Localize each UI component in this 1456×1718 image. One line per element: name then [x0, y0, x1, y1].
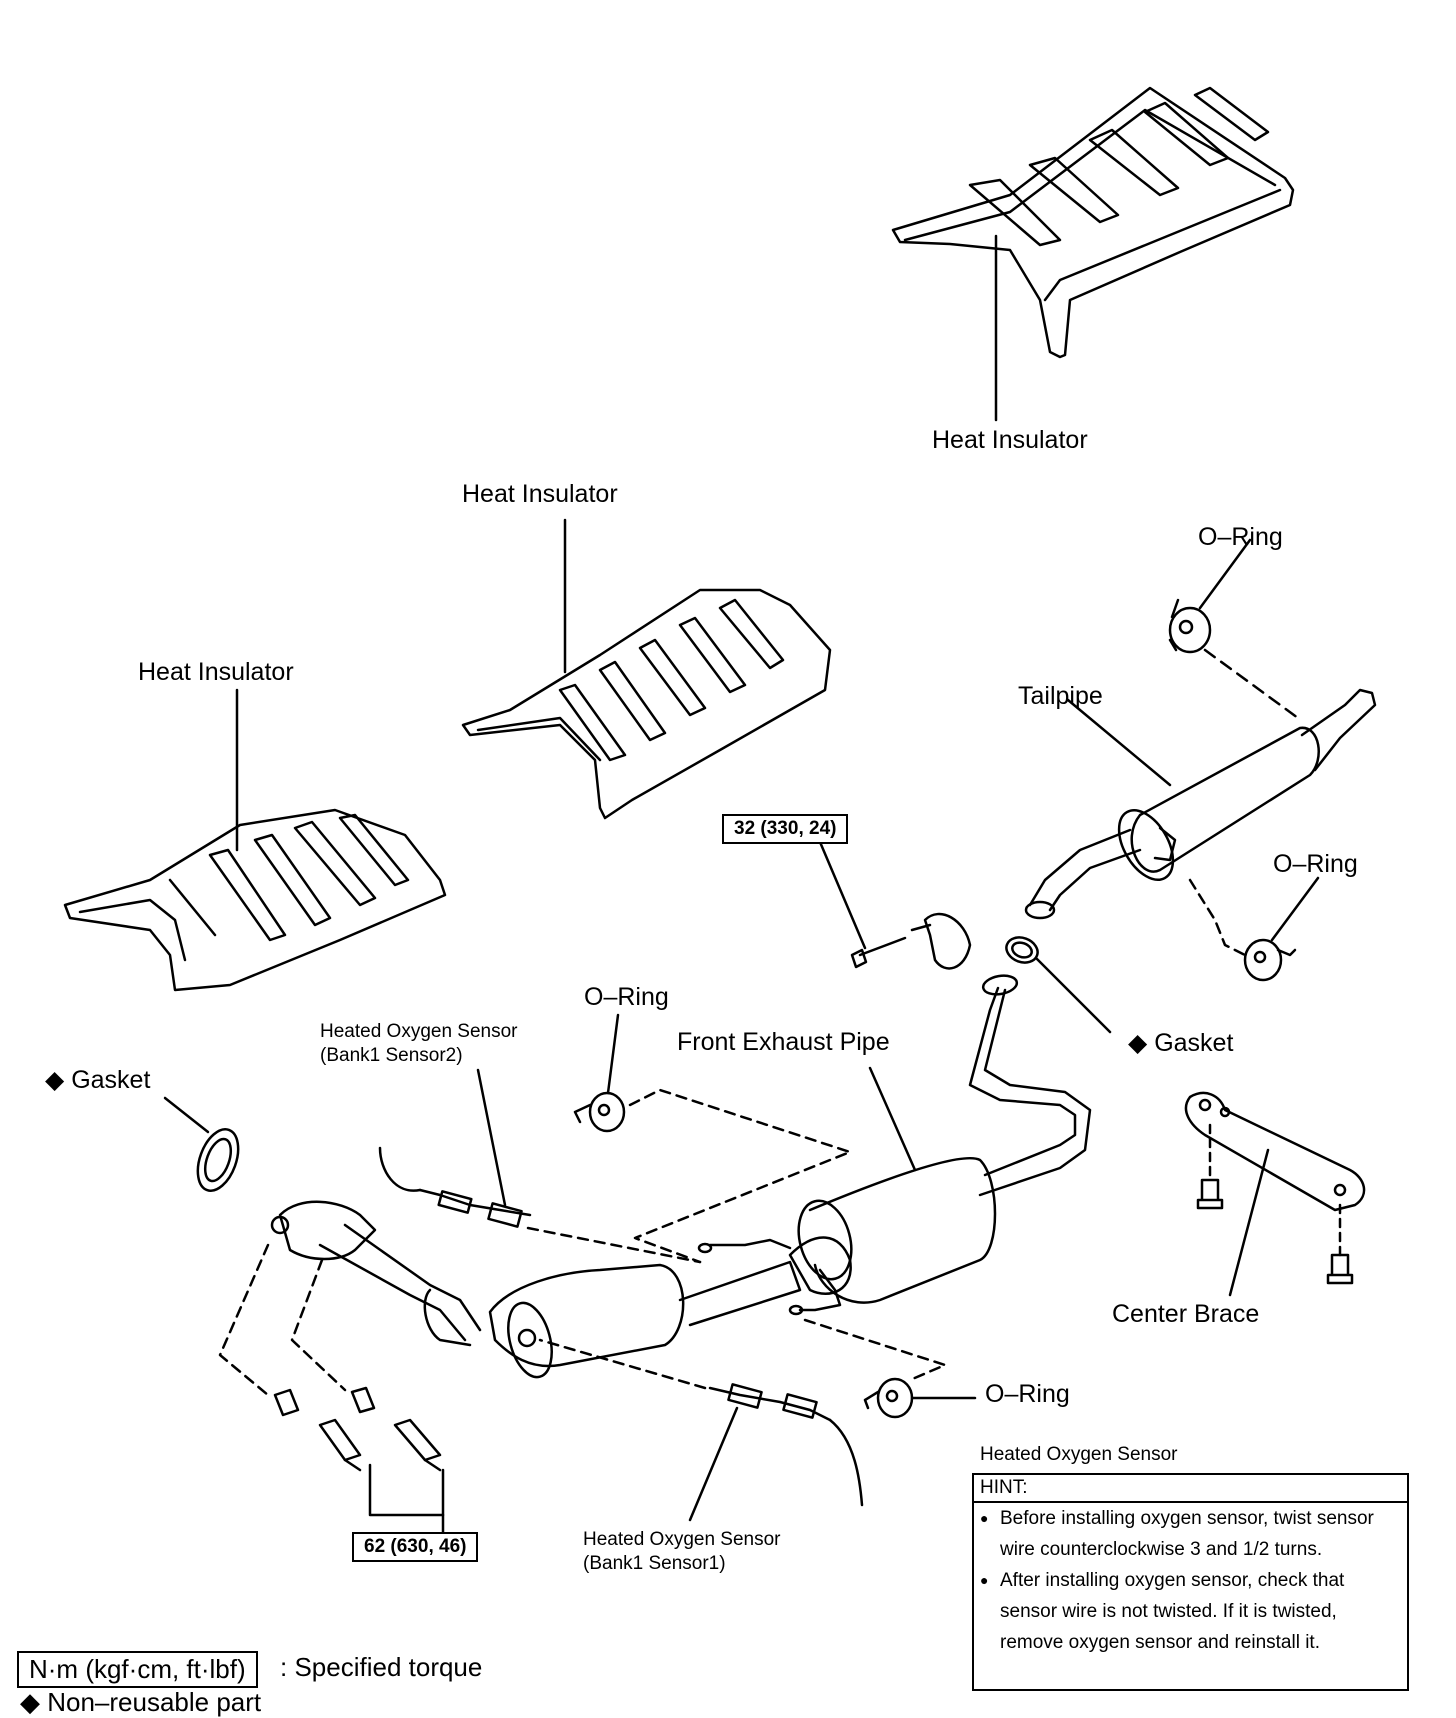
front-exhaust-pipe-part [270, 974, 1092, 1379]
tailpipe-part [1024, 688, 1377, 920]
hos-bank1-sensor1-part [538, 1338, 864, 1522]
label-o-ring-tailpipe: O–Ring [1273, 850, 1358, 878]
label-heat-insulator-front: Heat Insulator [138, 658, 294, 686]
label-hos-bank1-sensor1: Heated Oxygen Sensor (Bank1 Sensor1) [583, 1529, 781, 1574]
label-o-ring-center: O–Ring [584, 983, 669, 1011]
label-heat-insulator-center: Heat Insulator [462, 480, 618, 508]
non-reusable-diamond-icon: ◆ [45, 1066, 65, 1094]
legend-non-reusable: ◆ Non–reusable part [20, 1687, 262, 1717]
o-ring-tailpipe-part [1188, 876, 1320, 982]
flange-bolts-part [218, 1243, 445, 1534]
label-hos-bank1-sensor2: Heated Oxygen Sensor (Bank1 Sensor2) [320, 1021, 518, 1066]
legend-torque-desc: : Specified torque [280, 1652, 483, 1682]
torque-clamp-bolt: 32 (330, 24) [722, 814, 849, 844]
o-ring-top-part [1168, 538, 1300, 720]
heat-insulator-rear-part [891, 86, 1295, 422]
torque-flange-bolts: 62 (630, 46) [352, 1532, 479, 1562]
hint-item: Before installing oxygen sensor, twist s… [980, 1503, 1401, 1565]
hos-bank1-sensor2-part [378, 1068, 702, 1264]
gasket-right-part [1005, 936, 1112, 1034]
legend-torque-unit-box: N·m (kgf·cm, ft·lbf) [17, 1651, 258, 1688]
label-o-ring-bottom: O–Ring [985, 1380, 1070, 1408]
hint-item: After installing oxygen sensor, check th… [980, 1565, 1401, 1658]
o-ring-bottom-part [803, 1318, 977, 1419]
label-gasket-left: ◆ Gasket [45, 1066, 151, 1094]
label-gasket-right: ◆ Gasket [1128, 1029, 1234, 1057]
label-o-ring-top: O–Ring [1198, 523, 1283, 551]
hint-box: HINT: Before installing oxygen sensor, t… [972, 1473, 1409, 1691]
hint-title: Heated Oxygen Sensor [980, 1444, 1178, 1465]
heat-insulator-front-part [63, 688, 447, 992]
gasket-left-part [163, 1096, 240, 1192]
label-front-exhaust-pipe: Front Exhaust Pipe [677, 1028, 890, 1056]
clamp-bolt-part [818, 840, 972, 970]
heat-insulator-center-part [461, 518, 832, 820]
center-brace-part [1184, 1091, 1366, 1297]
label-heat-insulator-rear: Heat Insulator [932, 426, 1088, 454]
label-tailpipe: Tailpipe [1018, 682, 1103, 710]
non-reusable-diamond-icon: ◆ [1128, 1029, 1148, 1057]
o-ring-center-part [573, 1013, 852, 1264]
hint-header: HINT: [974, 1475, 1407, 1503]
label-center-brace: Center Brace [1112, 1300, 1260, 1328]
